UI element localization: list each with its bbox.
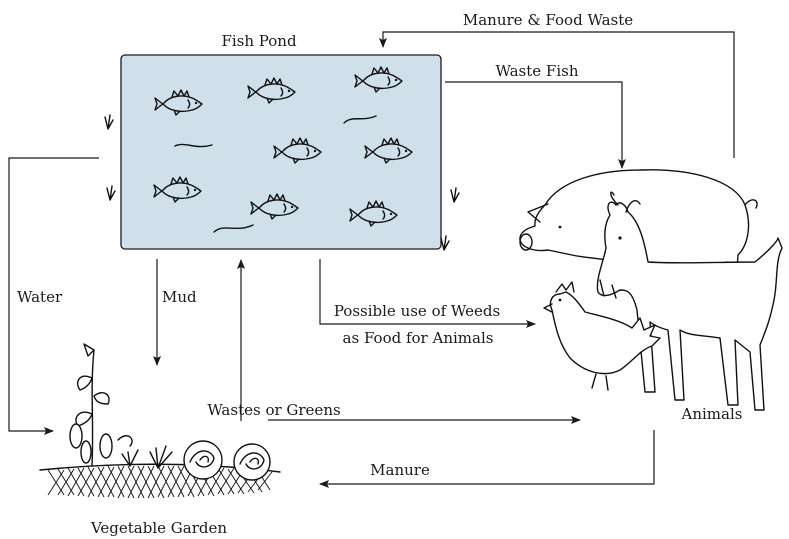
vegetable-garden-label: Vegetable Garden — [90, 519, 227, 537]
animals-illustration — [520, 170, 782, 410]
manure-label: Manure — [370, 461, 430, 479]
manure-food-waste-label: Manure & Food Waste — [463, 11, 633, 29]
weeds-label-line2: as Food for Animals — [343, 329, 494, 347]
water-label: Water — [17, 288, 63, 306]
fish-pond-label: Fish Pond — [221, 32, 297, 50]
wastes-greens-label: Wastes or Greens — [207, 401, 340, 419]
vegetable-garden-illustration — [40, 344, 280, 498]
weeds-label-line1: Possible use of Weeds — [334, 302, 500, 320]
waste-fish-label: Waste Fish — [496, 62, 579, 80]
animals-label: Animals — [681, 405, 743, 423]
grass-icon — [451, 188, 459, 202]
mud-label: Mud — [162, 288, 197, 306]
cabbage-icon — [184, 441, 270, 480]
grass-icon — [441, 236, 449, 250]
grass-icon — [107, 186, 115, 200]
waste-fish-arrow — [445, 82, 622, 168]
grass-icon — [105, 115, 113, 129]
fish-pond — [105, 55, 459, 250]
